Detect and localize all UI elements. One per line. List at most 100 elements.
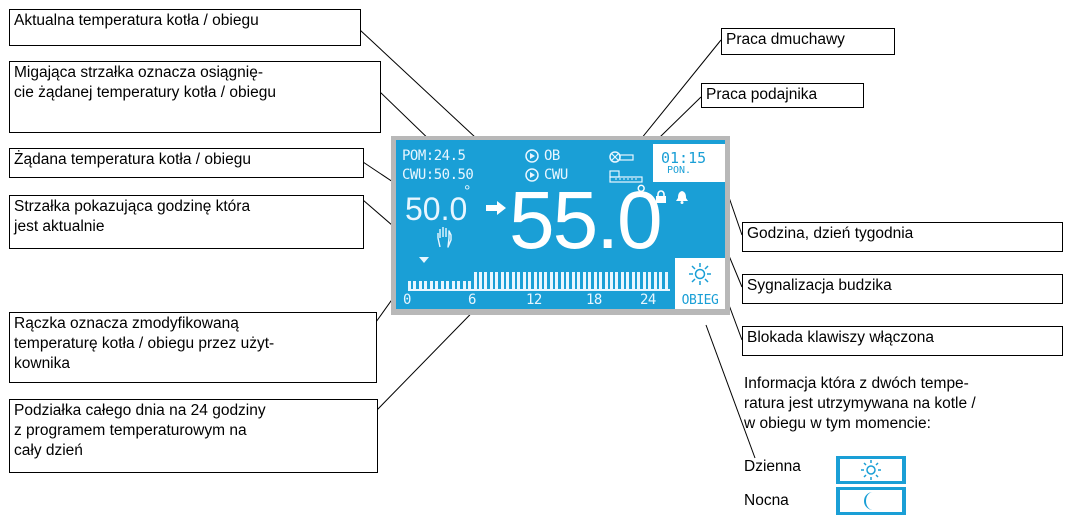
scale-bar [588,272,592,290]
callout-text: z programem temperaturowym na [14,422,247,439]
play-circle-icon [525,168,539,182]
bell-icon [676,191,688,204]
dhw-temp-readout: CWU:50.50 [402,167,474,183]
callout-hour-arrow: Strzałka pokazująca godzinę która jest a… [9,195,364,249]
callout-text: Blokada klawiszy włączona [747,329,934,346]
callout-clock: Godzina, dzień tygodnia [742,222,1063,252]
scale-bar [637,272,641,290]
scale-tick-12: 12 [526,292,542,308]
room-temp-readout: POM:24.5 [402,148,466,164]
scale-bar [462,281,466,290]
scale-baseline [408,289,670,291]
clock-panel: 01:15 PON. [653,144,725,182]
scale-bar [435,281,439,290]
hand-icon [437,227,452,248]
feeder-icon [609,170,643,183]
hour-pointer-icon [419,257,429,263]
scale-bar [582,272,586,290]
callout-text: cie żądanej temperatury kotła / obiegu [14,84,276,101]
scale-bar [429,281,433,290]
scale-bar [511,272,515,290]
legend-night-icon-box [836,487,906,515]
scale-bar [615,272,619,290]
scale-bar [500,272,504,290]
day-program-scale [408,266,670,291]
callout-scale: Podziałka całego dnia na 24 godziny z pr… [9,399,378,473]
callout-text: Aktualna temperatura kotła / obiegu [14,12,259,29]
callout-blower: Praca dmuchawy [721,28,895,55]
scale-bar [418,281,422,290]
controller-display-frame: POM:24.5 CWU:50.50 OB CWU 01:15 PON. 50.… [391,136,730,315]
scale-bar [408,281,411,290]
scale-bar [642,272,646,290]
scale-bar [560,272,564,290]
callout-keylock: Blokada klawiszy włączona [742,326,1063,356]
scale-bar [506,272,510,290]
scale-tick-0: 0 [403,292,411,308]
scale-tick-6: 6 [468,292,476,308]
play-circle-icon [525,149,539,163]
scale-bar [468,281,472,290]
moon-icon [864,492,873,510]
callout-text: temperaturę kotła / obiegu przez użyt- [14,335,275,352]
scale-bar [653,272,657,290]
scale-bar [539,272,542,290]
scale-bar [648,272,652,290]
sun-icon [861,460,881,480]
scale-bar [571,272,575,290]
scale-bar [451,281,455,290]
callout-text: kownika [14,355,70,372]
scale-bar [664,272,668,290]
ob-mode-label: OB [544,148,560,164]
mode-label: OBIEG [681,293,719,308]
set-temp-degree: ° [464,183,471,200]
info-line: ratura jest utrzymywana na kotle / [744,395,976,412]
current-temp-degree: ° [636,179,647,209]
scale-bar [555,272,559,290]
callout-text: Migająca strzałka oznacza osiągnię- [14,64,263,81]
scale-bar [593,272,597,290]
scale-bar [495,272,499,290]
scale-bar [626,272,630,290]
scale-bar [424,281,428,290]
scale-bar [620,272,624,290]
scale-bar [566,272,570,290]
callout-text: Rączka oznacza zmodyfikowaną [14,315,239,332]
clock-day: PON. [667,165,692,176]
info-text: Informacja która z dwóch tempe- ratura j… [744,374,976,434]
callout-hand: Rączka oznacza zmodyfikowaną temperaturę… [9,312,377,383]
scale-bar [489,272,493,290]
legend-day-label: Dzienna [744,458,801,475]
callout-alarm: Sygnalizacja budzika [742,274,1063,304]
scale-bar [533,272,537,290]
callout-current-temp: Aktualna temperatura kotła / obiegu [9,9,361,46]
info-line: Informacja która z dwóch tempe- [744,375,969,392]
legend-day-icon-box [836,456,906,484]
current-temp-value: 55.0 [509,175,663,266]
lock-icon [656,190,666,203]
cwu-mode-label: CWU [544,167,568,183]
callout-text: Strzałka pokazująca godzinę która [14,198,251,215]
scale-bar [604,272,608,290]
callout-feeder: Praca podajnika [701,83,864,108]
scale-bar [440,281,444,290]
scale-bar [659,272,663,290]
scale-bar [522,272,526,290]
sun-icon [689,263,711,285]
callout-text: Żądana temperatura kotła / obiegu [14,151,251,168]
callout-text: jest aktualnie [14,218,105,235]
callout-set-temp: Żądana temperatura kotła / obiegu [9,148,364,178]
scale-bar [413,281,417,290]
blower-icon [609,151,634,163]
scale-bar [528,272,532,290]
scale-bar [517,272,521,290]
callout-text: Praca dmuchawy [726,31,845,48]
clock-time: 01:15 [661,149,707,167]
scale-bar [599,272,603,290]
callout-text: cały dzień [14,442,83,459]
callout-text: Praca podajnika [706,86,818,103]
scale-bar [631,272,635,290]
scale-bar [609,272,613,290]
info-line: w obiegu w tym momencie: [744,415,931,432]
arrow-right-icon [486,201,506,215]
